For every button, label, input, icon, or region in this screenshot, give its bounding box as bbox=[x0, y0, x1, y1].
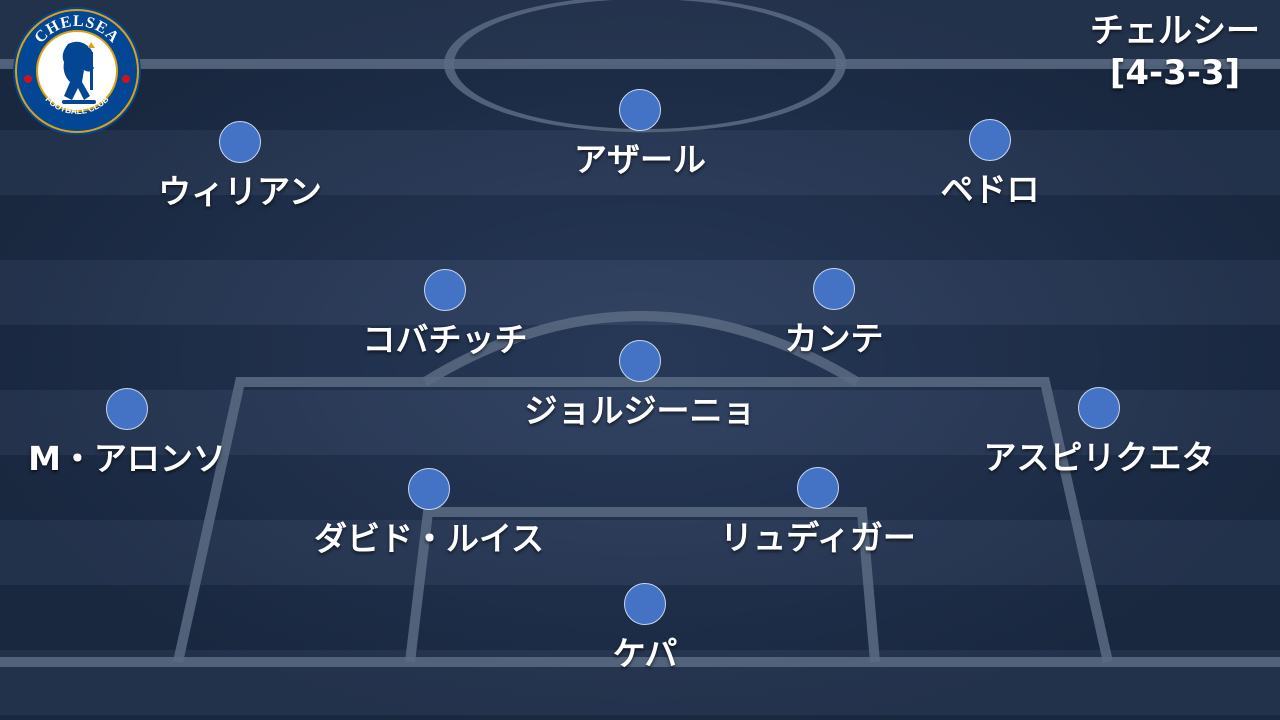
player-pedro: ペドロ bbox=[941, 119, 1040, 209]
player-marker bbox=[424, 269, 466, 311]
player-name: ダビド・ルイス bbox=[313, 519, 544, 558]
penalty-arc bbox=[422, 311, 860, 387]
player-marker bbox=[219, 121, 261, 163]
player-name: ウィリアン bbox=[158, 172, 322, 211]
player-kante: カンテ bbox=[785, 268, 884, 358]
player-name: アスピリクエタ bbox=[983, 438, 1215, 477]
player-rudiger: リュディガー bbox=[720, 467, 916, 557]
player-luiz: ダビド・ルイス bbox=[314, 468, 544, 558]
player-name: リュディガー bbox=[720, 518, 916, 557]
player-kepa: ケパ bbox=[613, 583, 677, 673]
player-marker bbox=[619, 340, 661, 382]
team-name: チェルシー bbox=[1090, 11, 1260, 51]
player-marker bbox=[813, 268, 855, 310]
penalty-box bbox=[173, 377, 1113, 664]
player-name: ペドロ bbox=[940, 170, 1040, 209]
team-title: チェルシー [4-3-3] bbox=[1090, 10, 1260, 94]
player-name: M・アロンソ bbox=[28, 439, 226, 478]
player-hazard: アザール bbox=[574, 89, 706, 179]
player-willian: ウィリアン bbox=[158, 121, 322, 211]
player-marker bbox=[969, 119, 1011, 161]
player-marker bbox=[1078, 387, 1120, 429]
player-marker bbox=[106, 388, 148, 430]
player-kovacic: コバチッチ bbox=[363, 269, 528, 359]
center-circle bbox=[444, 0, 846, 133]
player-azpilicueta: アスピリクエタ bbox=[984, 387, 1215, 477]
chelsea-crest-logo: CHELSEA FOOTBALL CLUB bbox=[13, 7, 141, 135]
player-name: ジョルジーニョ bbox=[524, 391, 756, 430]
player-marker bbox=[797, 467, 839, 509]
player-marker bbox=[408, 468, 450, 510]
player-name: ケパ bbox=[612, 634, 678, 673]
player-name: カンテ bbox=[784, 319, 884, 358]
player-name: アザール bbox=[574, 140, 706, 179]
lion-icon bbox=[62, 41, 96, 104]
player-name: コバチッチ bbox=[362, 320, 528, 359]
player-jorginho: ジョルジーニョ bbox=[525, 340, 756, 430]
player-alonso: M・アロンソ bbox=[28, 388, 226, 478]
goal-area bbox=[405, 507, 880, 663]
formation-label: [4-3-3] bbox=[1109, 53, 1241, 93]
player-marker bbox=[619, 89, 661, 131]
player-marker bbox=[624, 583, 666, 625]
